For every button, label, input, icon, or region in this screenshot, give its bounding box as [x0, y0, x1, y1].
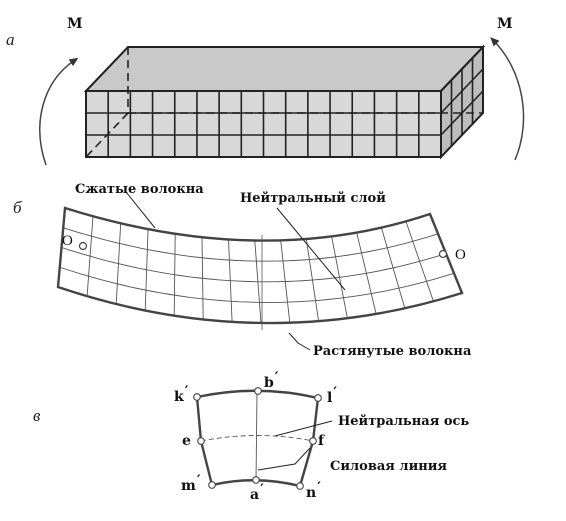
- beam-section-line: [280, 240, 291, 323]
- point-O-right: [438, 249, 448, 259]
- label-point-f: f: [318, 433, 325, 449]
- beam-section-line: [380, 227, 406, 309]
- box-hidden-edge: [85, 112, 129, 158]
- box-grid-line: [440, 90, 484, 136]
- point-e: [197, 437, 205, 445]
- panel-v-section: [193, 387, 322, 490]
- panel-letter-v: в: [33, 406, 41, 425]
- beam-section-line: [144, 229, 149, 311]
- point-n: [296, 482, 304, 490]
- label-point-m: m′: [181, 473, 201, 494]
- beam-section-line: [115, 223, 122, 305]
- point-l: [314, 394, 322, 402]
- panel-b-beam: [56, 206, 464, 330]
- label-point-b: b′: [264, 370, 279, 391]
- beam-section-line: [201, 237, 204, 320]
- label-neutral-layer: Нейтральный слой: [240, 191, 386, 206]
- leader-force-line: [257, 447, 311, 471]
- label-point-e: e: [182, 433, 191, 449]
- beam-section-line: [254, 240, 262, 324]
- label-point-O-left: O: [62, 233, 73, 249]
- box-top-face: [83, 46, 486, 92]
- moment-arrow-right: [490, 37, 525, 161]
- leader-neutral-axis: [274, 420, 333, 437]
- beam-outline: [56, 206, 464, 325]
- leader-neutral: [276, 207, 346, 291]
- moment-arrow-left: [39, 57, 79, 166]
- leader-stretched: [288, 332, 311, 351]
- beam-section-line: [331, 236, 348, 319]
- point-a: [252, 476, 260, 484]
- label-force-line: Силовая линия: [330, 459, 447, 474]
- beam-section-line: [86, 216, 94, 297]
- beam-grid-lines: [59, 216, 455, 324]
- label-point-l: l′: [327, 385, 337, 406]
- label-point-k: k′: [174, 384, 189, 405]
- point-k: [193, 393, 201, 401]
- point-O-left: [78, 241, 88, 251]
- point-m: [208, 481, 216, 489]
- panel-a-box: [83, 44, 486, 160]
- section-neutral-line: [200, 435, 314, 442]
- label-point-O-right: O: [455, 247, 466, 263]
- label-neutral-axis: Нейтральная ось: [338, 414, 469, 429]
- panel-letter-a: а: [6, 30, 15, 49]
- beam-section-line: [228, 239, 233, 322]
- moment-label-right: M: [497, 16, 513, 32]
- point-f: [309, 437, 317, 445]
- moment-label-left: M: [67, 16, 83, 32]
- section-force-line: [255, 391, 258, 483]
- beam-section-line: [305, 238, 320, 322]
- beam-section-line: [405, 221, 434, 302]
- leader-compressed: [125, 191, 156, 229]
- beam-section-line: [173, 233, 176, 316]
- label-point-a: a′: [250, 482, 264, 503]
- label-point-n: n′: [306, 480, 321, 501]
- point-b: [254, 387, 262, 395]
- beam-section-line: [356, 232, 377, 315]
- panel-letter-b: б: [13, 198, 22, 217]
- box-grid-line: [440, 68, 484, 114]
- label-compressed-fibers: Сжатые волокна: [75, 182, 204, 197]
- label-stretched-fibers: Растянутые волокна: [313, 344, 472, 359]
